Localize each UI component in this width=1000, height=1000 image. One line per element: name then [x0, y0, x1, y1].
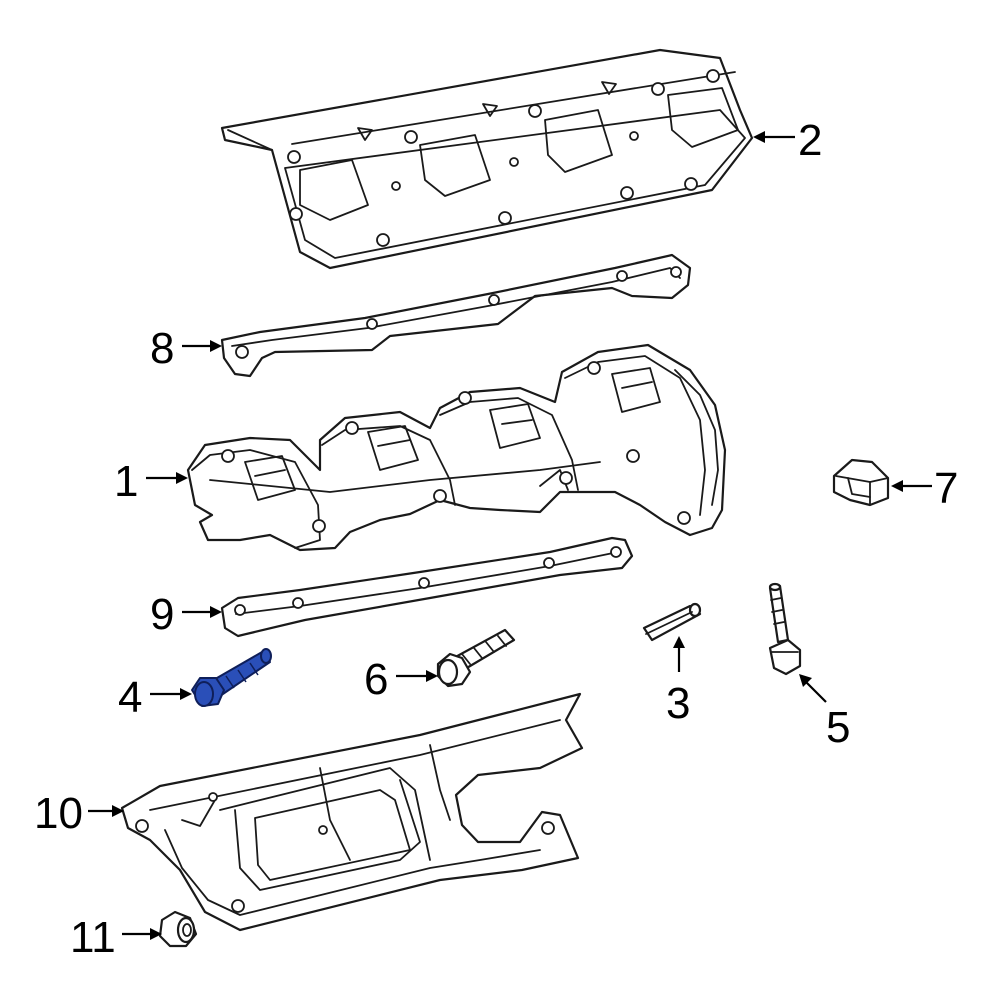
- callout-10[interactable]: 10: [34, 789, 83, 838]
- part-4-bolt-highlighted[interactable]: [191, 648, 272, 707]
- part-8-upper-gasket-strip[interactable]: [220, 253, 692, 378]
- callout-7[interactable]: 7: [934, 464, 958, 513]
- part-11-nut[interactable]: [158, 910, 198, 948]
- part-7-bracket-clip[interactable]: [832, 458, 890, 507]
- part-1-exhaust-manifold[interactable]: [186, 343, 727, 552]
- part-3-dowel-pin[interactable]: [642, 602, 702, 642]
- callout-6[interactable]: 6: [364, 655, 388, 704]
- part-5-long-bolt[interactable]: [768, 582, 802, 676]
- part-6-stud-bolt[interactable]: [436, 628, 516, 688]
- callout-9[interactable]: 9: [150, 590, 174, 639]
- callout-3[interactable]: 3: [666, 679, 690, 728]
- callout-11[interactable]: 11: [70, 913, 116, 962]
- leader-lines: [88, 131, 932, 940]
- callout-2[interactable]: 2: [798, 116, 822, 165]
- callout-4[interactable]: 4: [118, 673, 142, 722]
- callout-1[interactable]: 1: [114, 457, 138, 506]
- part-10-lower-heat-shield[interactable]: [120, 692, 584, 932]
- callout-5[interactable]: 5: [826, 703, 850, 752]
- callout-8[interactable]: 8: [150, 324, 174, 373]
- part-9-lower-gasket-strip[interactable]: [220, 536, 634, 638]
- part-2-upper-heat-shield[interactable]: [220, 48, 754, 270]
